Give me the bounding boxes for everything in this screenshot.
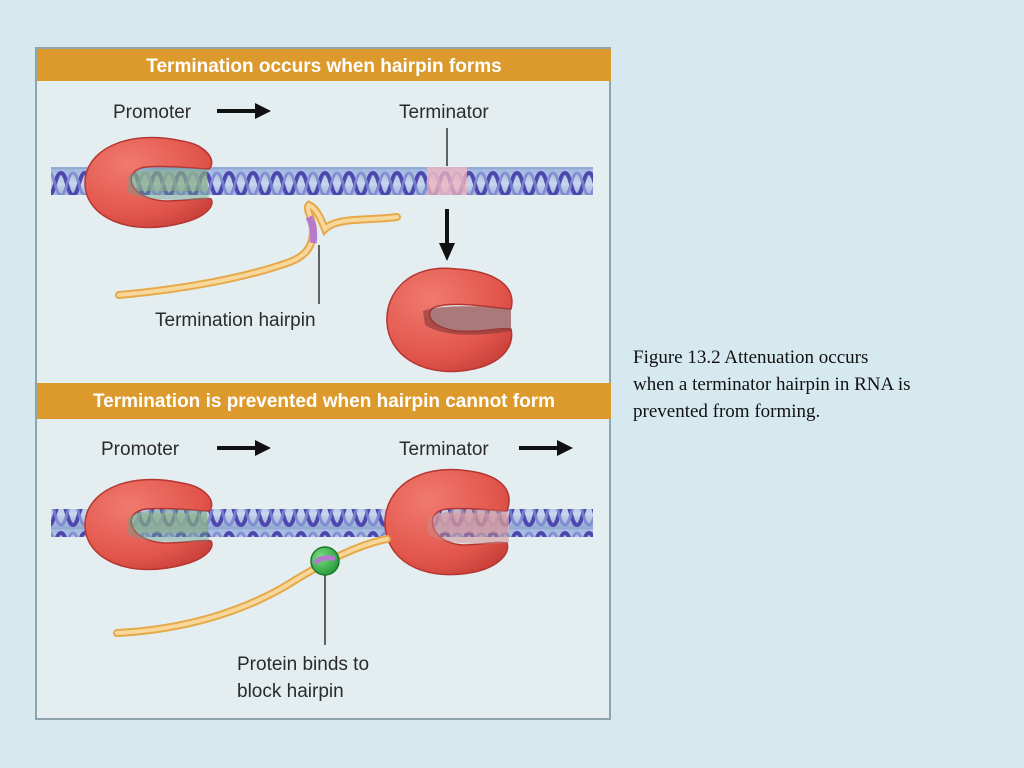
protein-label-line1: Protein binds to (237, 654, 369, 675)
bottom-transcription-bubble (117, 513, 207, 533)
top-promoter-label: Promoter (113, 102, 192, 123)
top-hairpin-label: Termination hairpin (155, 310, 316, 331)
caption-line-3: prevented from forming. (633, 401, 821, 422)
figure-panel: Termination occurs when hairpin forms Pr… (35, 47, 611, 720)
top-banner (37, 49, 611, 81)
top-transcription-bubble (117, 171, 207, 191)
protein-label-line2: block hairpin (237, 681, 344, 702)
top-rna-polymerase (84, 136, 213, 229)
bottom-banner (37, 383, 611, 419)
figure-caption: Figure 13.2 Attenuation occurs when a te… (633, 344, 993, 425)
bottom-promoter-rna-polymerase (84, 478, 213, 571)
released-rna-polymerase (386, 267, 513, 373)
top-terminator-label: Terminator (399, 102, 489, 123)
bottom-promoter-label: Promoter (101, 439, 180, 460)
top-banner-title: Termination occurs when hairpin forms (146, 56, 501, 77)
bottom-banner-title: Termination is prevented when hairpin ca… (93, 391, 555, 412)
blocking-protein (310, 546, 340, 576)
attenuation-diagram: Termination occurs when hairpin forms Pr… (37, 49, 611, 702)
bottom-terminator-label: Terminator (399, 439, 489, 460)
top-promoter-arrow-icon (217, 103, 271, 119)
caption-line-1: Figure 13.2 Attenuation occurs (633, 347, 869, 368)
top-hairpin-stem (305, 215, 318, 244)
top-terminator-site (427, 167, 467, 195)
bottom-promoter-arrow-icon (217, 440, 271, 456)
caption-line-2: when a terminator hairpin in RNA is (633, 374, 911, 395)
bottom-terminator-arrow-icon (519, 440, 573, 456)
release-arrow-icon (439, 209, 455, 261)
bottom-terminator-rna-polymerase (384, 468, 510, 576)
